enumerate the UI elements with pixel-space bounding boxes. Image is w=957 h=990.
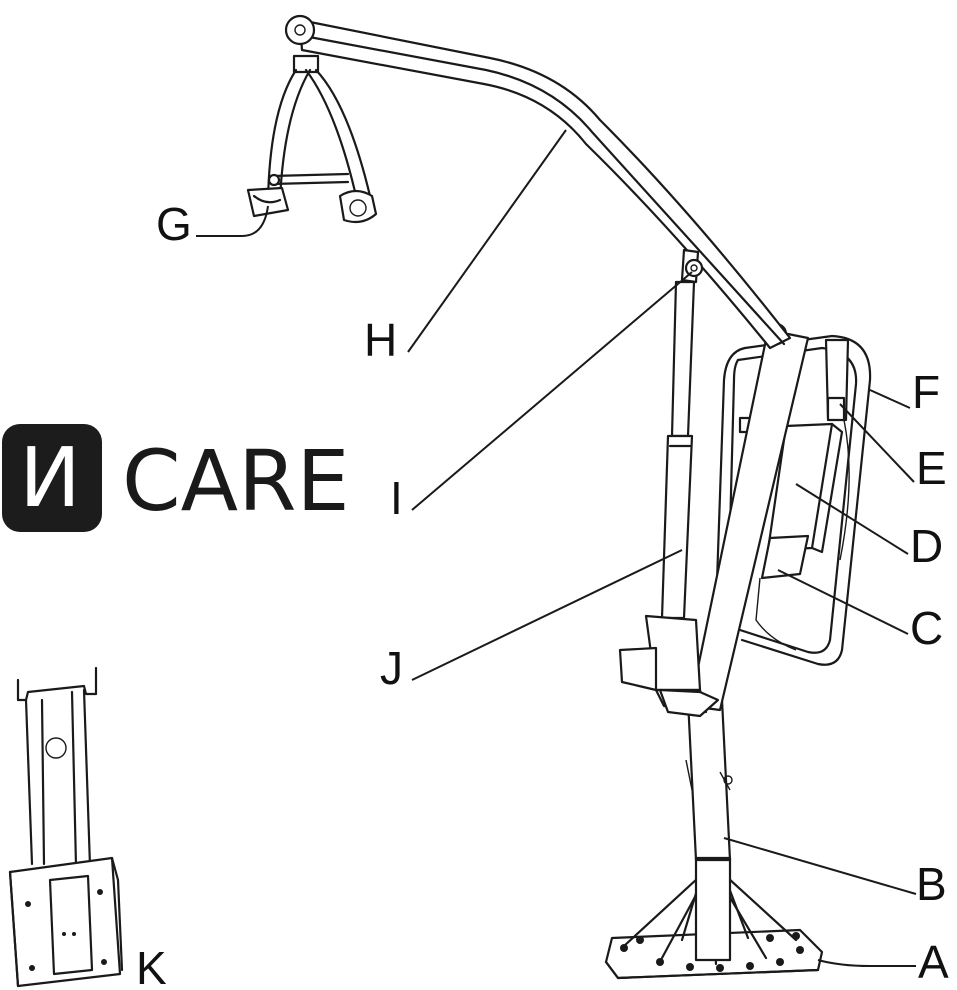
- seat-post-bracket: [8, 666, 124, 988]
- callout-h: H: [364, 314, 397, 366]
- leader-j: [411, 549, 683, 681]
- leader-lines: [196, 129, 917, 967]
- logo-glyph: И: [19, 431, 80, 526]
- callout-a: A: [918, 936, 949, 988]
- callout-labels: G H I J F E D C B A K: [136, 198, 949, 990]
- leader-c: [777, 569, 909, 635]
- callout-d: D: [910, 520, 943, 572]
- leader-f: [869, 389, 911, 409]
- callout-g: G: [156, 198, 192, 250]
- callout-c: C: [910, 602, 943, 654]
- logo-badge: [2, 424, 102, 532]
- mast: [685, 698, 733, 962]
- leader-a: [817, 959, 916, 967]
- actuator: [660, 248, 704, 620]
- leader-h: [407, 129, 567, 353]
- leader-i: [411, 271, 693, 511]
- callout-f: F: [912, 366, 940, 418]
- seat-hanger: [246, 54, 378, 224]
- boom-arm: [284, 14, 792, 350]
- leader-d: [795, 483, 909, 555]
- callout-e: E: [916, 442, 947, 494]
- brand-logo: И CARE: [2, 424, 350, 532]
- callout-b: B: [916, 858, 947, 910]
- leader-b: [723, 837, 917, 895]
- leader-e: [839, 403, 915, 483]
- motor-housing: [618, 614, 720, 718]
- leader-g: [196, 205, 269, 237]
- callout-j: J: [380, 642, 403, 694]
- callout-k: K: [136, 942, 167, 990]
- brand-name: CARE: [122, 432, 350, 530]
- callout-i: I: [390, 472, 403, 524]
